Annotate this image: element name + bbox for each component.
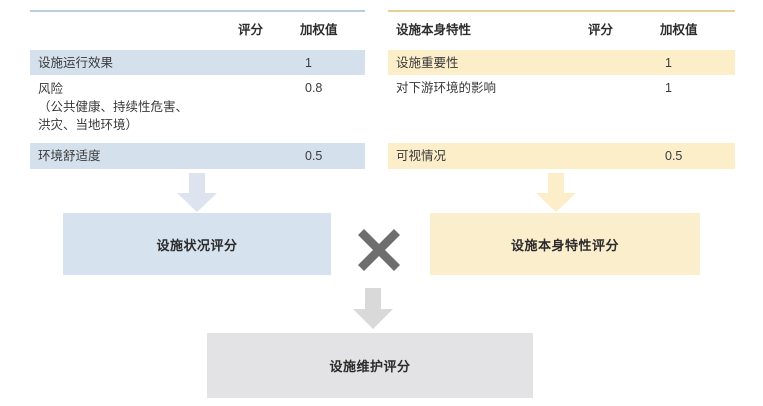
- facility-intrinsic-score-box: 设施本身特性评分: [430, 213, 700, 275]
- row-weight: 1: [665, 56, 672, 70]
- facility-intrinsic-table: 设施本身特性 评分 加权值 设施重要性 1 对下游环境的影响 1 可视情况 0.…: [388, 10, 735, 170]
- table-header-row: 设施本身特性 评分 加权值: [388, 22, 735, 46]
- arrow-down-final: [352, 288, 394, 330]
- table-row: [388, 104, 735, 142]
- row-label: 设施运行效果: [38, 56, 114, 70]
- header-weight: 加权值: [300, 23, 338, 37]
- row-weight: 0.5: [305, 149, 323, 163]
- facility-maintenance-score-label: 设施维护评分: [329, 359, 411, 374]
- row-label: 风险 （公共健康、持续性危害、 洪灾、当地环境）: [38, 82, 189, 132]
- header-category: 设施本身特性: [396, 23, 472, 37]
- row-weight: 0.8: [305, 81, 323, 95]
- table-top-rule: [30, 10, 365, 12]
- table-header-row: 评分 加权值: [30, 22, 365, 46]
- table-top-rule: [388, 10, 735, 12]
- header-score: 评分: [238, 23, 264, 37]
- arrow-down-left: [176, 173, 218, 213]
- row-weight: 1: [665, 81, 672, 95]
- arrow-down-right: [535, 173, 577, 213]
- facility-maintenance-score-box: 设施维护评分: [207, 333, 533, 398]
- row-weight: 0.5: [665, 149, 683, 163]
- facility-condition-table: 评分 加权值 设施运行效果 1 风险 （公共健康、持续性危害、 洪灾、当地环境）…: [30, 10, 365, 170]
- facility-intrinsic-score-label: 设施本身特性评分: [510, 237, 619, 253]
- header-score: 评分: [588, 23, 614, 37]
- row-weight: 1: [305, 56, 312, 70]
- table-row: 可视情况 0.5: [388, 143, 735, 169]
- row-label: 可视情况: [396, 149, 447, 163]
- multiply-icon: [355, 226, 403, 279]
- row-label: 环境舒适度: [38, 149, 101, 163]
- table-row: 对下游环境的影响 1: [388, 77, 735, 102]
- table-row: 风险 （公共健康、持续性危害、 洪灾、当地环境） 0.8: [30, 77, 365, 133]
- row-label: 设施重要性: [396, 56, 459, 70]
- table-row: 设施重要性 1: [388, 50, 735, 75]
- row-label: 对下游环境的影响: [396, 81, 497, 95]
- header-weight: 加权值: [660, 23, 698, 37]
- facility-condition-score-box: 设施状况评分: [63, 213, 331, 275]
- facility-condition-score-label: 设施状况评分: [156, 237, 238, 253]
- table-row: 设施运行效果 1: [30, 50, 365, 75]
- table-row: 环境舒适度 0.5: [30, 143, 365, 169]
